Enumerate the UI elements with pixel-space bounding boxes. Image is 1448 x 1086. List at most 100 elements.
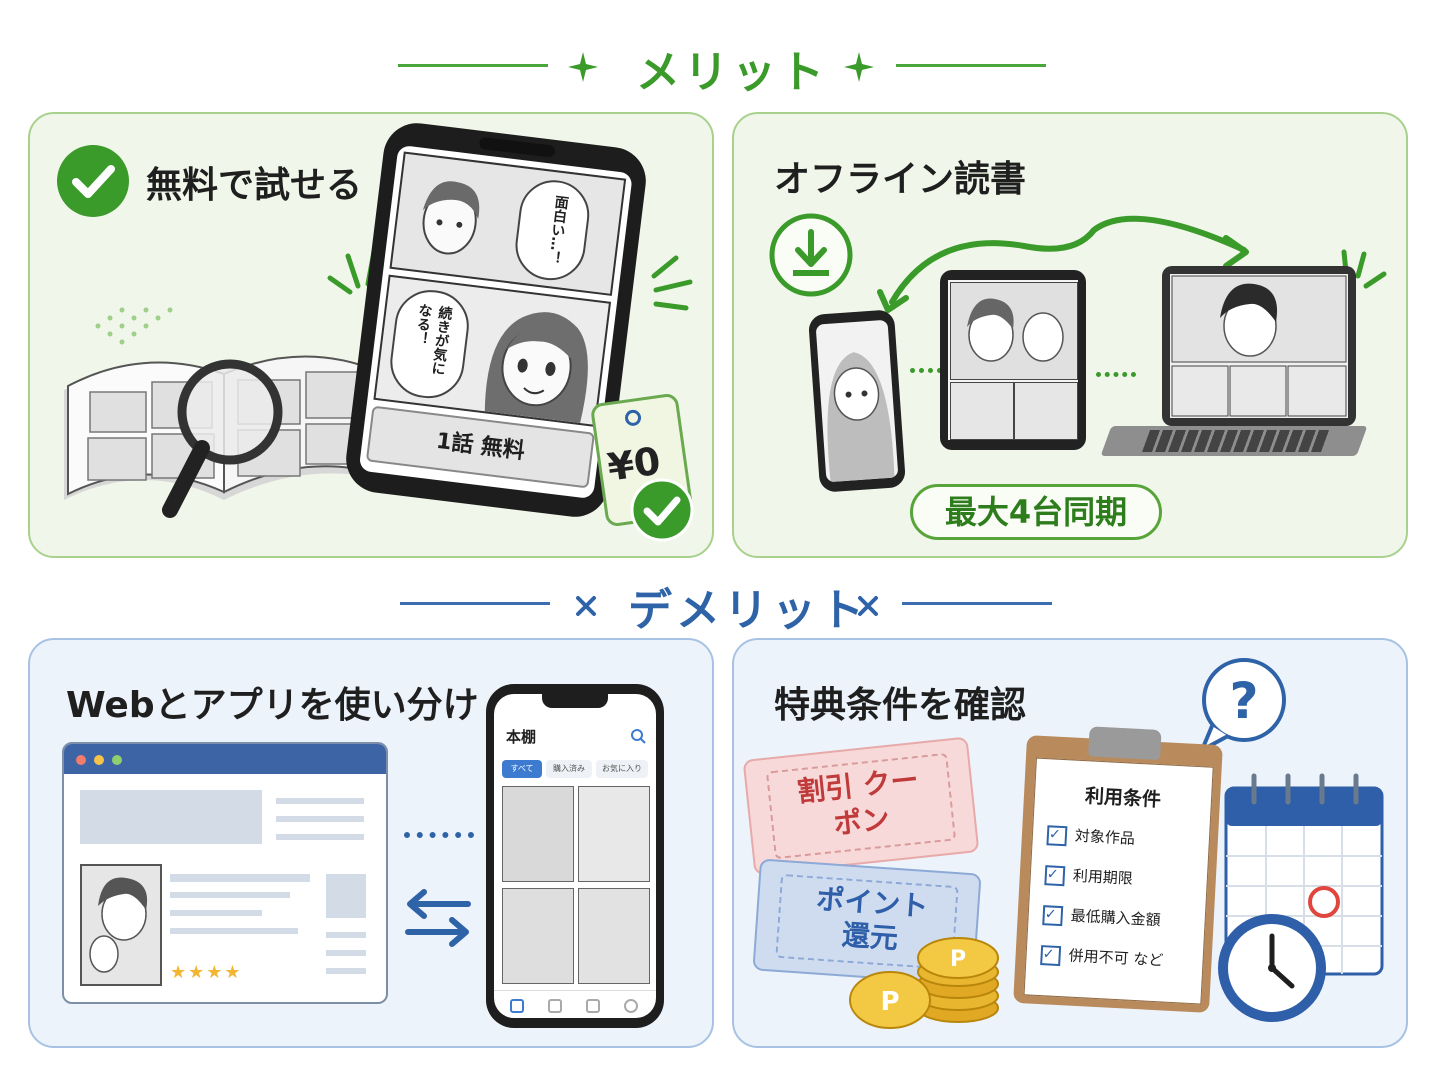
check-circle-icon	[630, 478, 694, 542]
phone-mockup: 本棚 すべて 購入済み お気に入り	[486, 684, 664, 1028]
shelf-book-cover[interactable]	[502, 786, 574, 882]
connector-dots	[910, 368, 960, 373]
speech-bubble-text: 面白い…！	[545, 194, 570, 266]
manga-panel	[1014, 382, 1078, 440]
card-offline-reading: オフライン読書	[732, 112, 1408, 558]
manga-boy-face	[422, 181, 480, 255]
manga-girl-face	[484, 312, 588, 424]
svg-text:P: P	[950, 947, 966, 972]
terms-clipboard: 利用条件 ✓対象作品 ✓利用期限 ✓最低購入金額 ✓併用不可 など	[1013, 726, 1223, 1013]
manga-boy-face	[967, 298, 1064, 362]
window-close-dot	[76, 755, 86, 765]
browser-window: ★★★★	[62, 742, 388, 1004]
free-episode-label: 1話 無料	[434, 428, 527, 465]
check-circle-icon	[57, 145, 129, 217]
demerit-heading: デメリット	[628, 585, 868, 636]
checklist-item: ✓併用不可 など	[1040, 943, 1164, 971]
card-title: 特典条件を確認	[774, 685, 1027, 726]
tab-purchased[interactable]: 購入済み	[546, 760, 592, 778]
manga-panel	[950, 282, 1078, 380]
checklist-item: ✓対象作品	[1046, 823, 1135, 849]
tablet-mockup	[940, 270, 1086, 450]
card-web-and-app: Webとアプリを使い分け ★★★★	[28, 638, 714, 1048]
clipboard-title: 利用条件	[1084, 785, 1162, 812]
tablet-screen	[948, 280, 1078, 440]
sync-badge: 最大4台同期	[910, 484, 1162, 540]
manga-girl-face	[827, 352, 895, 483]
card-free-trial: 無料で試せる	[28, 112, 714, 558]
window-minimize-dot	[94, 755, 104, 765]
shelf-book-cover[interactable]	[578, 786, 650, 882]
phone-screen: 面白い…！ 続きが気になる！ 1話 無料	[358, 144, 633, 500]
price-tag-hole	[624, 408, 643, 427]
laptop-mockup	[1100, 266, 1368, 456]
card-title: オフライン読書	[774, 159, 1027, 200]
checklist-item: ✓利用期限	[1044, 863, 1133, 889]
checklist-item: ✓最低購入金額	[1042, 903, 1161, 931]
nav-icon[interactable]	[510, 999, 524, 1013]
demerit-heading-line-right	[902, 602, 1052, 605]
sparkle-lines-icon	[651, 255, 693, 311]
phone-notch	[478, 136, 556, 158]
speech-bubble-text: 続きが気になる！	[412, 302, 454, 377]
question-bubble-icon: ?	[1200, 658, 1286, 752]
nav-icon[interactable]	[624, 999, 638, 1013]
checklist-item-label: 併用不可 など	[1068, 946, 1164, 970]
manga-panel	[950, 382, 1014, 440]
shelf-book-cover[interactable]	[502, 888, 574, 984]
hero-placeholder	[80, 790, 262, 844]
svg-text:?: ?	[1229, 672, 1258, 730]
nav-icon[interactable]	[548, 999, 562, 1013]
clock-icon	[1218, 914, 1326, 1022]
laptop-keyboard	[1100, 426, 1368, 456]
merit-heading-line-left	[398, 64, 548, 67]
cross-icon	[576, 596, 596, 616]
merit-heading-line-right	[896, 64, 1046, 67]
book-cover	[80, 864, 162, 986]
bottom-nav	[494, 990, 656, 1018]
sync-badge-text: 最大4台同期	[944, 493, 1128, 531]
decor-dots	[95, 307, 173, 345]
nav-icon[interactable]	[586, 999, 600, 1013]
sync-arrow-icon	[877, 215, 1249, 313]
demerit-heading-row: デメリット	[0, 574, 1448, 636]
phone-notch	[542, 694, 608, 708]
search-icon[interactable]	[630, 728, 646, 744]
laptop-screen	[1162, 266, 1356, 426]
card-bonus-conditions: 特典条件を確認 ? 割引 クーポン ポイント 還元 P P 利用条件 ✓対象作品…	[732, 638, 1408, 1048]
sparkle-icon	[844, 52, 874, 82]
connector-dots	[1096, 372, 1136, 377]
point-coins-icon: P P	[849, 937, 999, 1029]
star-rating: ★★★★	[170, 962, 243, 983]
discount-coupon: 割引 クーポン	[742, 736, 980, 876]
phone-screen	[815, 319, 899, 483]
sparkle-icon	[568, 52, 598, 82]
checklist-item-label: 最低購入金額	[1070, 906, 1162, 930]
tab-all[interactable]: すべて	[502, 760, 542, 778]
coupon-label: 割引 クーポン	[795, 762, 921, 841]
laptop-display	[1170, 274, 1348, 418]
window-maximize-dot	[112, 755, 122, 765]
speech-bubble: 続きが気になる！	[386, 285, 473, 403]
browser-titlebar	[64, 744, 386, 774]
download-icon	[769, 213, 853, 297]
card-title: 無料で試せる	[146, 165, 363, 206]
cross-icon	[858, 596, 878, 616]
merit-heading-row: メリット	[0, 36, 1448, 98]
manga-panel-bottom: 続きが気になる！	[373, 274, 612, 427]
phone-mockup	[807, 309, 907, 493]
shelf-book-cover[interactable]	[578, 888, 650, 984]
merit-heading: メリット	[636, 47, 828, 98]
checklist-item-label: 利用期限	[1072, 866, 1134, 888]
tab-favorites[interactable]: お気に入り	[596, 760, 648, 778]
connector-dots	[404, 832, 474, 838]
demerit-heading-line-left	[400, 602, 550, 605]
speech-bubble: 面白い…！	[511, 176, 594, 285]
phone-screen: 本棚 すべて 購入済み お気に入り	[494, 694, 656, 1018]
checklist-item-label: 対象作品	[1074, 826, 1136, 848]
app-header-title: 本棚	[506, 728, 537, 746]
svg-text:P: P	[880, 987, 899, 1017]
clipboard-paper: 利用条件 ✓対象作品 ✓利用期限 ✓最低購入金額 ✓併用不可 など	[1023, 757, 1214, 1005]
manga-book-illustration	[64, 355, 384, 518]
swap-arrows-icon	[405, 889, 471, 947]
